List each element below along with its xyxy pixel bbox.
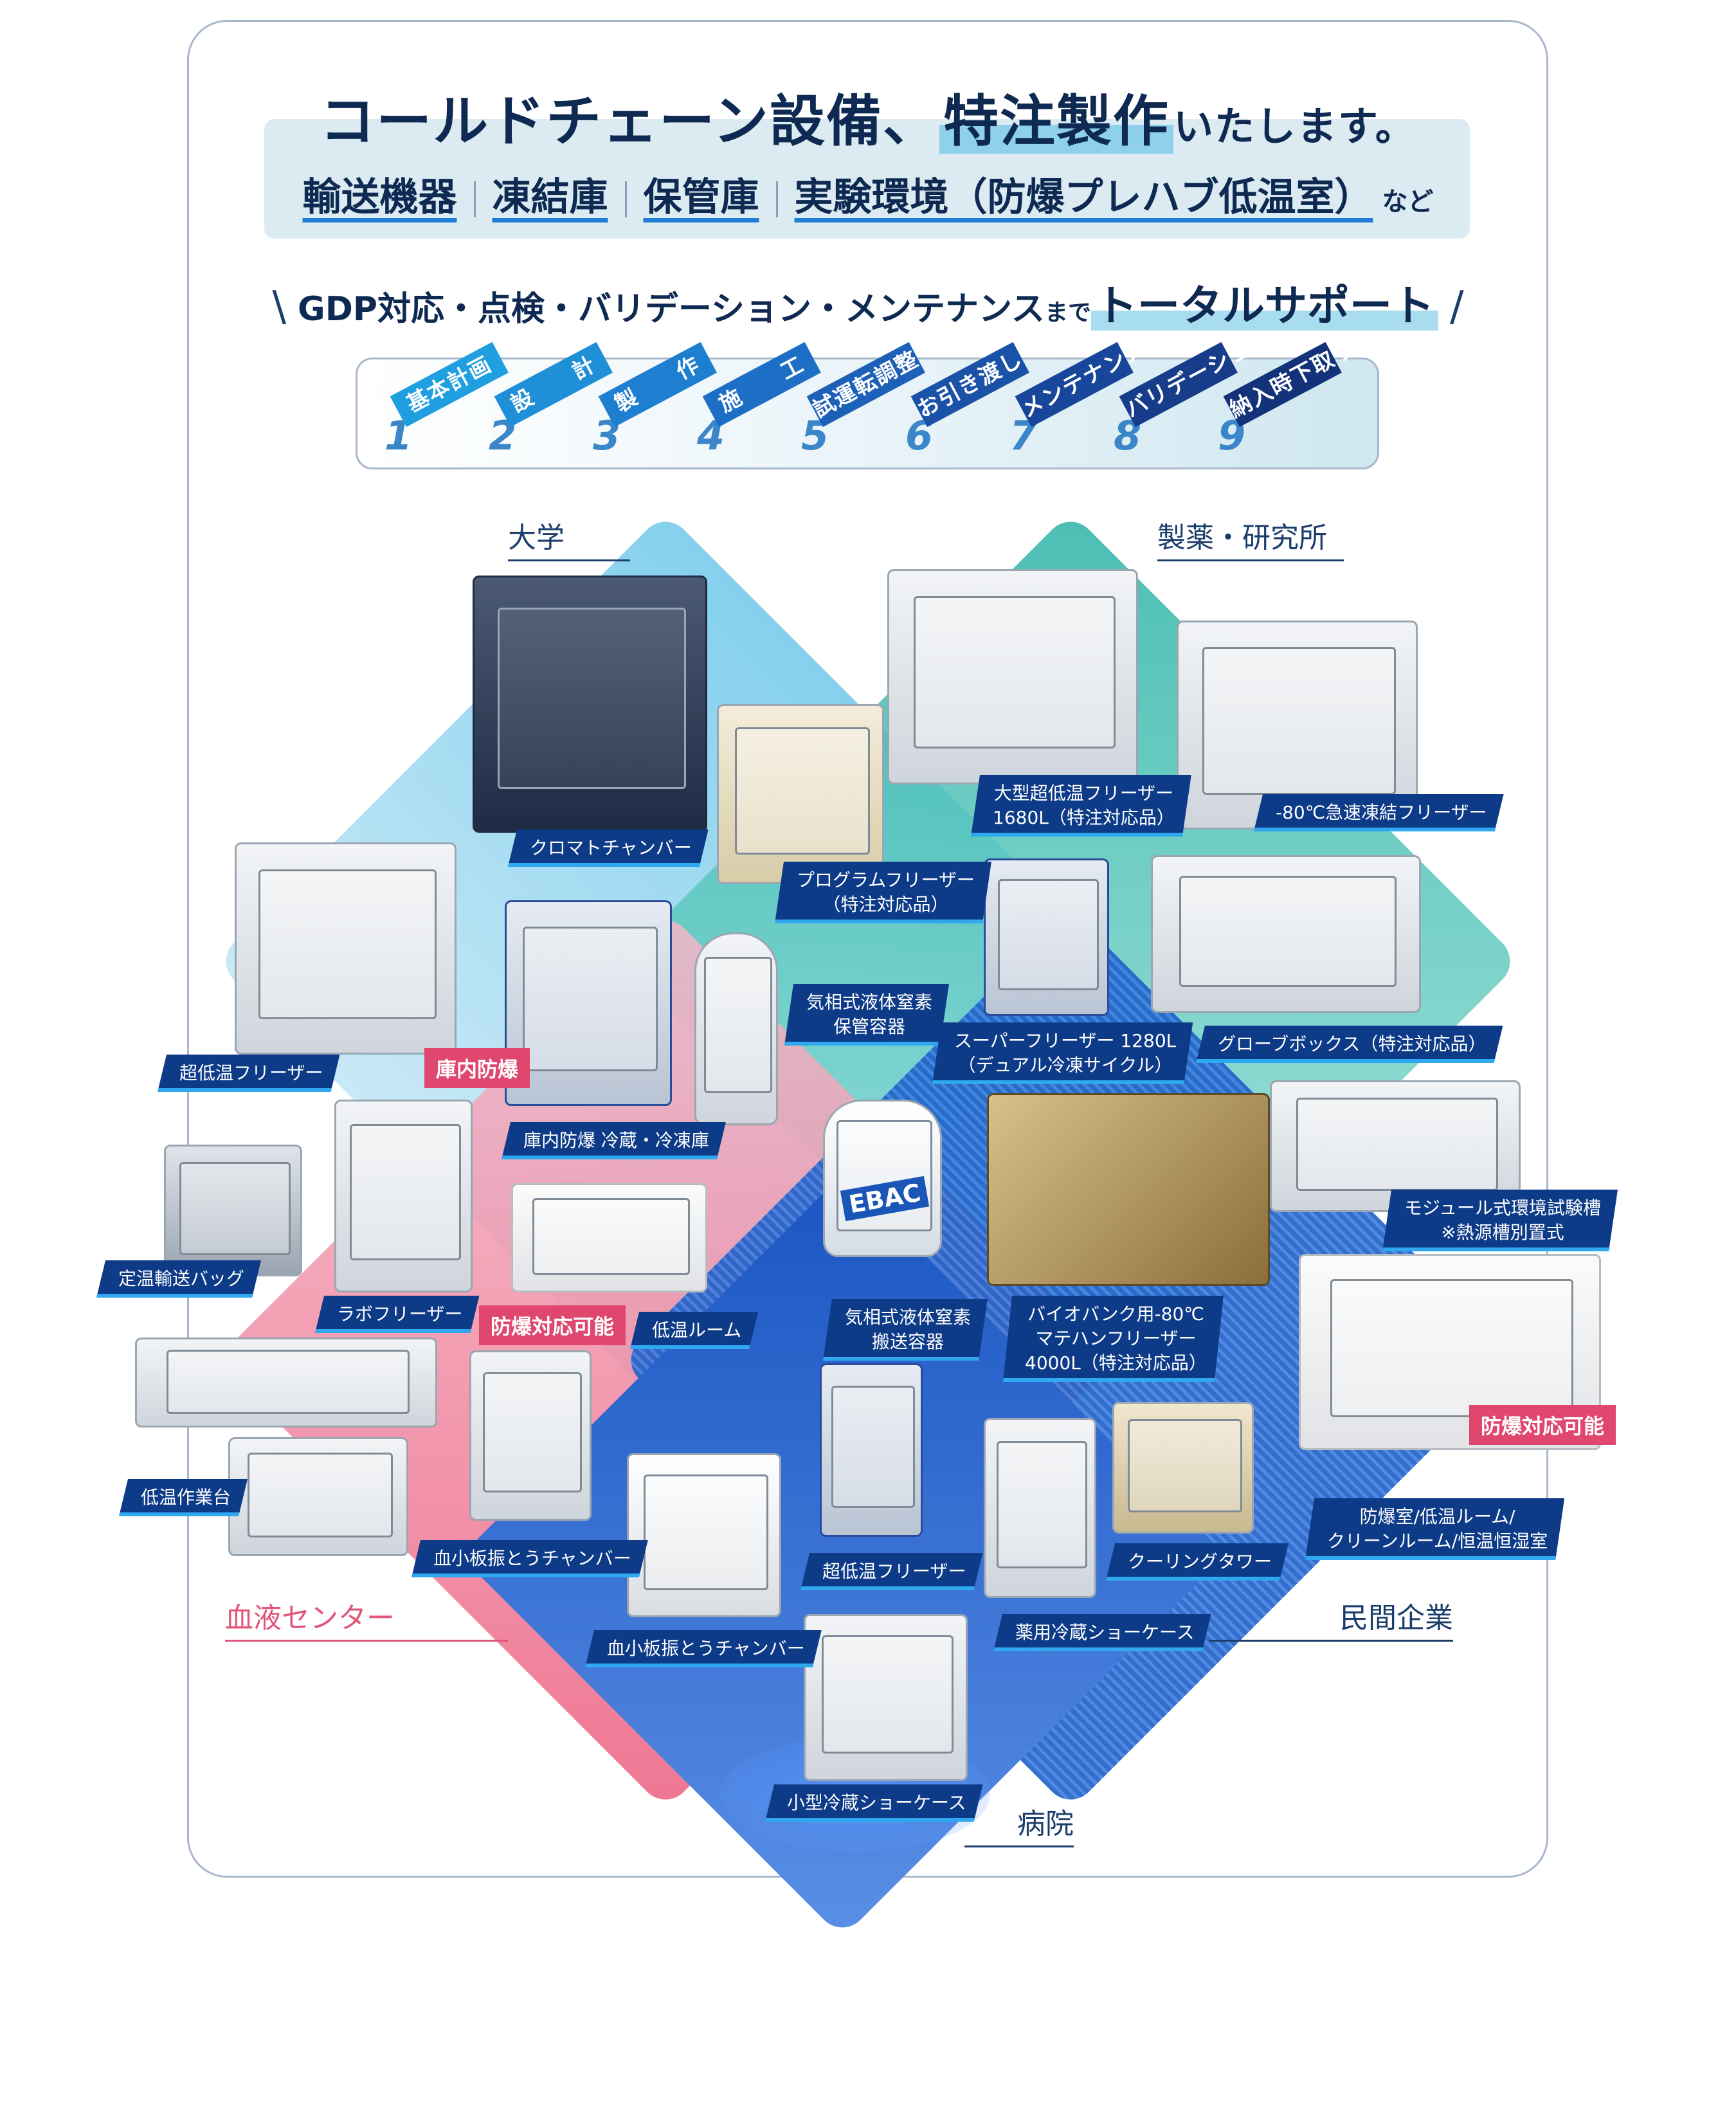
label-cooling-tower-text: クーリングタワー bbox=[1106, 1543, 1288, 1581]
category-corporate: 民間企業 bbox=[1209, 1595, 1453, 1642]
label-chromato-chamber: クロマトチャンバー bbox=[508, 830, 709, 867]
badge-explosion-proof-1: 防爆対応可能 bbox=[479, 1305, 626, 1345]
support-highlight: トータルサポート bbox=[1090, 281, 1438, 331]
explosion-fridge-image bbox=[505, 900, 672, 1106]
label-platelet-chamber-1: 血小板振とうチャンバー bbox=[411, 1540, 648, 1577]
label-rapid-freezer: -80℃急速凍結フリーザー bbox=[1254, 794, 1504, 831]
category-pharma: 製薬・研究所 bbox=[1157, 514, 1344, 561]
category-blood-center: 血液センター bbox=[225, 1595, 508, 1642]
page-title: コールドチェーン設備、特注製作いたします。 bbox=[320, 89, 1416, 154]
label-lab-freezer: ラボフリーザー bbox=[315, 1296, 479, 1333]
label-small-showcase: 小型冷蔵ショーケース bbox=[765, 1784, 983, 1822]
transport-bag-image bbox=[164, 1145, 302, 1276]
label-super-freezer: スーパーフリーザー 1280L（デュアル冷凍サイクル） bbox=[932, 1022, 1193, 1084]
label-program-freezer: プログラムフリーザー（特注対応品） bbox=[775, 862, 991, 923]
platelet-chamber-image-2 bbox=[627, 1453, 781, 1617]
cold-room-image bbox=[511, 1183, 707, 1292]
label-pharma-showcase: 薬用冷蔵ショーケース bbox=[993, 1614, 1211, 1651]
label-glovebox: グローブボックス（特注対応品） bbox=[1196, 1026, 1503, 1063]
label-ln2-storage: 気相式液体窒素保管容器 bbox=[784, 984, 949, 1046]
cooling-tower-image bbox=[1112, 1402, 1254, 1534]
super-freezer-image bbox=[984, 858, 1109, 1016]
label-ult-freezer-2: 超低温フリーザー bbox=[800, 1553, 982, 1590]
label-explosion-room: 防爆室/低温ルーム/クリーンルーム/恒温恒湿室 bbox=[1305, 1498, 1564, 1560]
label-module-chamber: モジュール式環境試験槽※熱源槽別置式 bbox=[1382, 1190, 1618, 1251]
label-explosion-fridge: 庫内防爆 冷蔵・冷凍庫 bbox=[502, 1122, 726, 1159]
category-university: 大学 bbox=[508, 514, 630, 561]
large-freezer-image bbox=[887, 569, 1138, 784]
title-highlight: 特注製作 bbox=[939, 89, 1173, 154]
badge-internal-explosion-proof: 庫内防爆 bbox=[424, 1048, 530, 1088]
support-line: \GDP対応・点検・バリデーション・メンテナンスまでトータルサポート/ bbox=[272, 281, 1464, 331]
badge-explosion-proof-2: 防爆対応可能 bbox=[1469, 1405, 1616, 1445]
biobank-image bbox=[987, 1093, 1270, 1286]
ult-freezer-2-image bbox=[820, 1363, 923, 1537]
cold-workbench-image bbox=[228, 1437, 408, 1556]
header-band bbox=[264, 119, 1470, 239]
subcategory-list: 輸送機器凍結庫保管庫実験環境（防爆プレハブ低温室）など bbox=[302, 175, 1434, 220]
glovebox-image bbox=[1151, 855, 1421, 1013]
pharma-showcase-image bbox=[984, 1418, 1096, 1598]
subcategory-transport: 輸送機器 bbox=[302, 175, 457, 220]
cold-workbench-image-top bbox=[135, 1338, 437, 1428]
small-showcase-image bbox=[804, 1614, 968, 1781]
ln2-storage-image bbox=[694, 932, 778, 1125]
ult-freezer-image bbox=[235, 842, 457, 1055]
label-transport-bag: 定温輸送バッグ bbox=[96, 1260, 261, 1298]
label-ult-freezer: 超低温フリーザー bbox=[158, 1055, 339, 1092]
label-platelet-chamber-2: 血小板振とうチャンバー bbox=[585, 1630, 822, 1667]
category-hospital: 病院 bbox=[964, 1800, 1074, 1847]
subcategory-storage: 保管庫 bbox=[643, 175, 759, 220]
platelet-chamber-image-1 bbox=[469, 1350, 592, 1521]
lab-freezer-image bbox=[334, 1100, 473, 1292]
label-cold-workbench: 低温作業台 bbox=[119, 1479, 248, 1516]
chromato-chamber-image bbox=[473, 576, 707, 833]
label-cold-room: 低温ルーム bbox=[630, 1312, 758, 1349]
subcategory-freezer: 凍結庫 bbox=[492, 175, 608, 220]
label-ln2-transport: 気相式液体窒素搬送容器 bbox=[823, 1299, 988, 1361]
subcategory-lab-env: 実験環境（防爆プレハブ低温室） bbox=[794, 175, 1373, 220]
program-freezer-image bbox=[717, 704, 884, 884]
